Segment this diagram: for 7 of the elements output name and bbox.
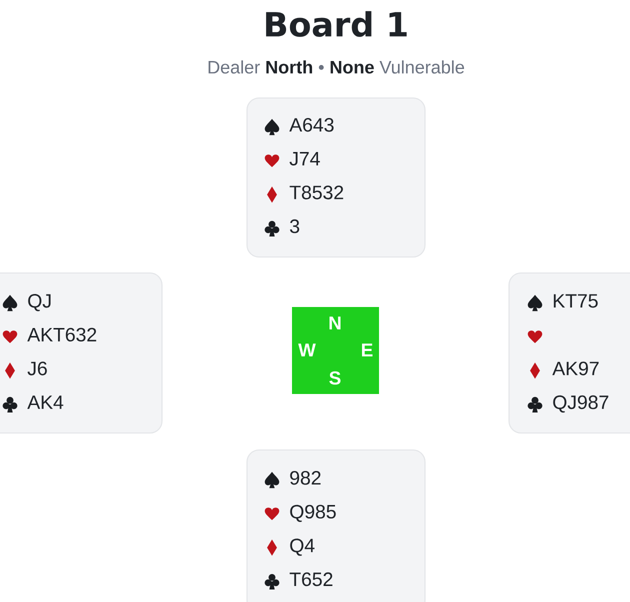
hand-box: 982 Q985 Q4 T652 xyxy=(246,449,426,602)
hand-box: A643 J74 T8532 3 xyxy=(246,97,426,258)
subtitle: Dealer North • None Vulnerable xyxy=(208,60,464,74)
title: Board 1 xyxy=(266,11,407,37)
compass-square: N W E S xyxy=(292,307,379,394)
hand-box: QJ AKT632 J6 AK4 xyxy=(0,272,163,434)
hand-box: KT75 AK97 QJ987 xyxy=(508,272,630,434)
